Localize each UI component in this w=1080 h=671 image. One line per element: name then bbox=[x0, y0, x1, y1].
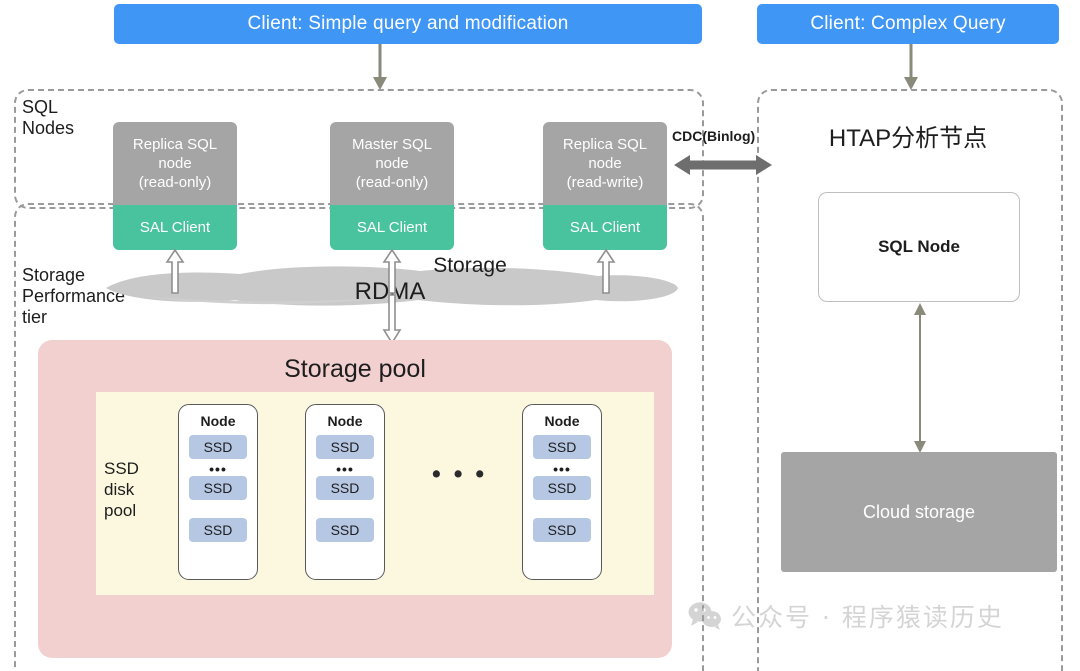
bidirectional-arrow-icon bbox=[914, 303, 926, 453]
sql-nodes-caption: SQL Nodes bbox=[22, 97, 75, 138]
htap-container bbox=[757, 89, 1063, 671]
sql-node-master: Master SQL node (read-only) SAL Client bbox=[330, 122, 454, 250]
client-simple-query-label: Client: Simple query and modification bbox=[247, 13, 569, 34]
arrow-down-icon bbox=[904, 44, 918, 90]
storage-performance-tier-caption: Storage Performance tier bbox=[22, 265, 126, 327]
storage-node-title: Node bbox=[544, 413, 580, 429]
cloud-storage-box: Cloud storage bbox=[781, 452, 1057, 572]
bidirectional-arrow-icon bbox=[674, 155, 772, 175]
sal-client-badge: SAL Client bbox=[113, 205, 237, 250]
ssd-ellipsis: ••• bbox=[553, 461, 571, 477]
arrow-down-icon bbox=[373, 44, 387, 90]
spacer bbox=[523, 505, 601, 518]
storage-node-title: Node bbox=[327, 413, 363, 429]
ssd-chip: SSD bbox=[189, 435, 247, 459]
sal-client-badge: SAL Client bbox=[543, 205, 667, 250]
spacer bbox=[306, 505, 384, 518]
storage-node-title: Node bbox=[200, 413, 236, 429]
htap-sql-node-box: SQL Node bbox=[818, 192, 1020, 302]
ssd-chip: SSD bbox=[533, 476, 591, 500]
sal-client-badge: SAL Client bbox=[330, 205, 454, 250]
ssd-ellipsis: ••• bbox=[336, 461, 354, 477]
htap-title: HTAP分析节点 bbox=[828, 125, 988, 152]
ssd-chip: SSD bbox=[316, 435, 374, 459]
client-simple-query-banner: Client: Simple query and modification bbox=[114, 4, 702, 44]
ssd-chip: SSD bbox=[533, 435, 591, 459]
storage-node-card: Node SSD ••• SSD SSD bbox=[178, 404, 258, 580]
ssd-chip: SSD bbox=[316, 518, 374, 542]
spacer bbox=[179, 505, 257, 518]
ssd-ellipsis: ••• bbox=[209, 461, 227, 477]
sql-node-title: Replica SQL node (read-only) bbox=[113, 122, 237, 205]
storage-node-card: Node SSD ••• SSD SSD bbox=[305, 404, 385, 580]
ssd-chip: SSD bbox=[533, 518, 591, 542]
ssd-disk-pool-caption: SSD disk pool bbox=[104, 459, 139, 520]
htap-sql-node-label: SQL Node bbox=[878, 237, 960, 256]
ssd-chip: SSD bbox=[189, 476, 247, 500]
client-complex-query-label: Client: Complex Query bbox=[810, 13, 1006, 34]
cloud-storage-label: Cloud storage bbox=[862, 501, 976, 522]
arrow-up-icon bbox=[382, 248, 402, 294]
sql-node-title: Master SQL node (read-only) bbox=[330, 122, 454, 205]
sql-node-replica-read-only: Replica SQL node (read-only) SAL Client bbox=[113, 122, 237, 250]
arrow-up-icon bbox=[165, 248, 185, 294]
storage-nodes-ellipsis: • • • bbox=[432, 460, 488, 488]
arrow-down-icon bbox=[382, 294, 402, 345]
ssd-chip: SSD bbox=[316, 476, 374, 500]
arrow-up-icon bbox=[596, 248, 616, 294]
storage-pool-title: Storage pool bbox=[284, 355, 426, 383]
cdc-binlog-label: CDC(Binlog) bbox=[672, 128, 756, 144]
client-complex-query-banner: Client: Complex Query bbox=[757, 4, 1059, 44]
storage-label: Storage bbox=[433, 254, 507, 277]
sql-node-title: Replica SQL node (read-write) bbox=[543, 122, 667, 205]
sql-node-replica-read-write: Replica SQL node (read-write) SAL Client bbox=[543, 122, 667, 250]
storage-node-card: Node SSD ••• SSD SSD bbox=[522, 404, 602, 580]
ssd-chip: SSD bbox=[189, 518, 247, 542]
